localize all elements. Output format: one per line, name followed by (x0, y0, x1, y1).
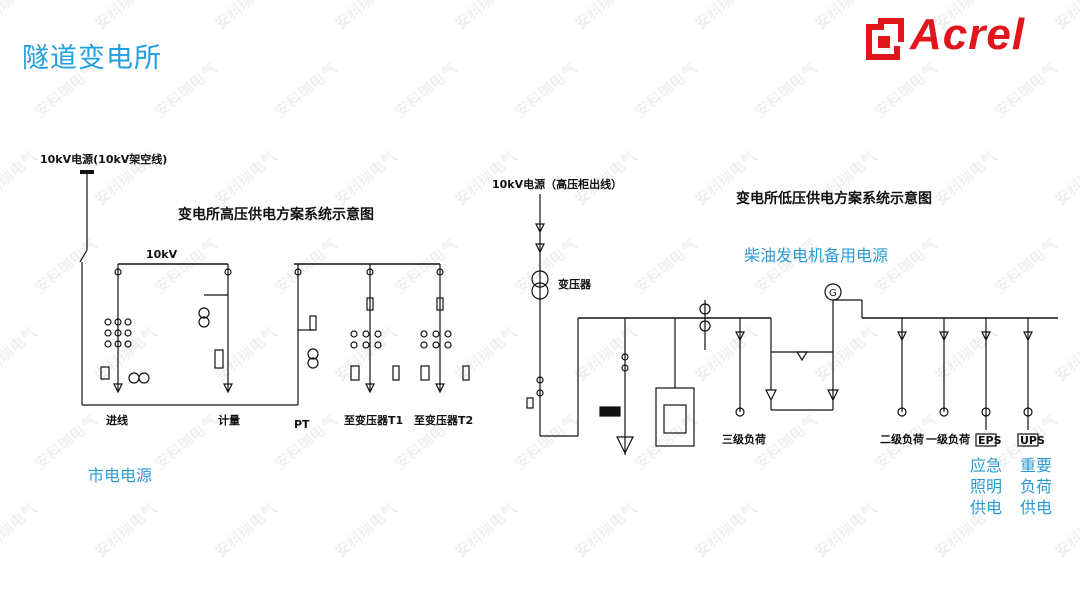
ups-caption: 重要负荷供电 (1019, 456, 1052, 517)
hv-feeder-t1 (350, 264, 400, 394)
page-title: 隧道变电所 (22, 43, 162, 74)
eps-label: EPS (978, 434, 1002, 447)
hv-feeder-incoming (100, 264, 150, 394)
lv-diagram-title: 变电所低压供电方案系统示意图 (736, 190, 932, 207)
lv-branch-cabinet (655, 318, 695, 447)
generator-g-label: G (829, 288, 837, 299)
lv-branch-level1 (939, 318, 949, 417)
lv-transformer (531, 270, 549, 288)
hv-feeder-label: 进线 (106, 413, 128, 427)
hv-caption: 市电电源 (88, 466, 153, 485)
hv-feeder-label: 至变压器T2 (414, 413, 473, 427)
generator-caption: 柴油发电机备用电源 (744, 246, 889, 265)
lv-branch-meter (599, 318, 634, 455)
lv-transformer-label: 变压器 (558, 277, 592, 291)
hv-feeder-pt (294, 264, 319, 405)
lv-generator-symbol (824, 283, 842, 301)
lv-load-label: 一级负荷 (926, 432, 970, 446)
hv-feeder-label: 至变压器T1 (344, 413, 403, 427)
lv-load-label: 三级负荷 (722, 432, 766, 446)
lv-branch-eps (975, 318, 997, 447)
hv-bus-label: 10kV (146, 248, 178, 261)
lv-branch-level3 (735, 318, 745, 417)
acrel-logo: Acrel (864, 10, 1060, 64)
hv-feeder-t2 (420, 264, 470, 394)
ups-label: UPS (1020, 434, 1045, 447)
lv-load-label: 二级负荷 (880, 432, 924, 446)
lv-branch-level2 (897, 318, 907, 417)
hv-feeder-metering (198, 264, 233, 394)
hv-feeder-label: 计量 (218, 413, 240, 427)
lv-branch-ups (1017, 318, 1039, 447)
lv-branch-ct (699, 300, 711, 350)
lv-source-label: 10kV电源（高压柜出线） (492, 177, 622, 191)
lv-generator-tie: G (765, 283, 863, 411)
hv-diagram-title: 变电所高压供电方案系统示意图 (178, 206, 374, 223)
eps-caption: 应急照明供电 (969, 456, 1002, 517)
hv-feeder-label: PT (294, 418, 310, 431)
acrel-logo-text: Acrel (910, 10, 1026, 59)
hv-source-switch (79, 249, 88, 263)
hv-source-label: 10kV电源(10kV架空线) (40, 152, 167, 166)
acrel-logo-icon (866, 18, 904, 60)
